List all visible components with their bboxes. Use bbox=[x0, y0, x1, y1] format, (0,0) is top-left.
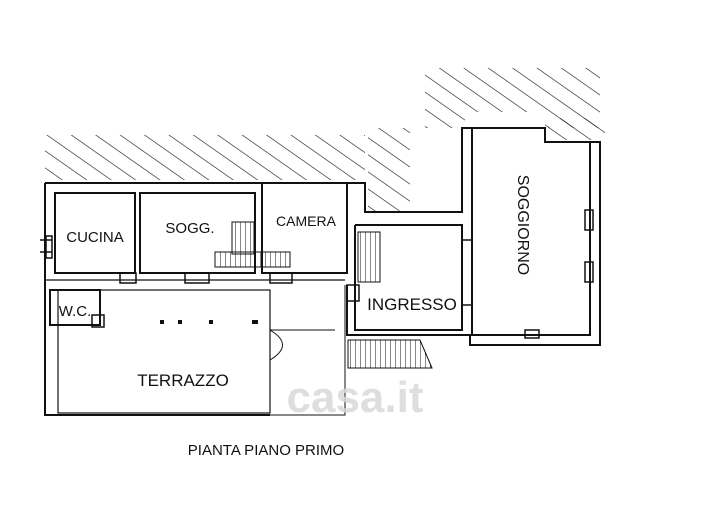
window-cucina-frame bbox=[45, 235, 53, 259]
hatch-area-middle bbox=[368, 128, 410, 212]
openings bbox=[40, 209, 594, 339]
opening-ingresso-soggiorno bbox=[461, 239, 473, 306]
label-terrazzo: TERRAZZO bbox=[137, 371, 229, 390]
wall-soggiorno bbox=[471, 127, 591, 336]
wall-camera bbox=[261, 182, 348, 274]
door-ingresso bbox=[346, 284, 360, 302]
stairs-external bbox=[347, 339, 433, 369]
terrace-mark bbox=[252, 320, 258, 324]
label-ingresso: INGRESSO bbox=[367, 295, 457, 314]
door-sogg bbox=[184, 272, 210, 284]
hatch-area-right bbox=[548, 118, 605, 140]
wall-terrazzo bbox=[57, 289, 271, 414]
stairs-ingresso bbox=[357, 231, 381, 283]
terrace-edge-right bbox=[270, 285, 346, 416]
door-soggiorno-bottom bbox=[524, 329, 540, 339]
terrace-curve bbox=[269, 329, 283, 361]
label-sogg: SOGG. bbox=[165, 220, 214, 237]
walls bbox=[44, 127, 601, 416]
terrace-mark bbox=[160, 320, 164, 324]
terrace-mark bbox=[178, 320, 182, 324]
plan-caption: PIANTA PIANO PRIMO bbox=[188, 442, 344, 459]
label-soggiorno: SOGGIORNO bbox=[514, 175, 531, 275]
door-camera bbox=[269, 272, 293, 284]
terrace-mark bbox=[209, 320, 213, 324]
wall-ingresso bbox=[354, 224, 463, 331]
stairs-landing bbox=[214, 251, 291, 268]
wc-fixture bbox=[91, 314, 105, 328]
watermark-text: casa.it bbox=[287, 373, 424, 422]
label-cucina: CUCINA bbox=[66, 229, 124, 246]
wall-cucina bbox=[54, 192, 136, 274]
stairs-sogg bbox=[231, 221, 255, 255]
hatched-neighbor-areas bbox=[45, 68, 605, 212]
label-wc: W.C. bbox=[59, 303, 92, 320]
stairs bbox=[214, 221, 433, 369]
hatch-area-top bbox=[425, 68, 600, 128]
window-soggiorno-1 bbox=[584, 209, 594, 231]
door-cucina bbox=[119, 272, 137, 284]
outer-wall-left bbox=[44, 183, 270, 416]
window-soggiorno-2 bbox=[584, 261, 594, 283]
hatch-area-left bbox=[45, 135, 365, 180]
label-camera: CAMERA bbox=[276, 213, 337, 229]
terrace-marks bbox=[160, 320, 258, 324]
